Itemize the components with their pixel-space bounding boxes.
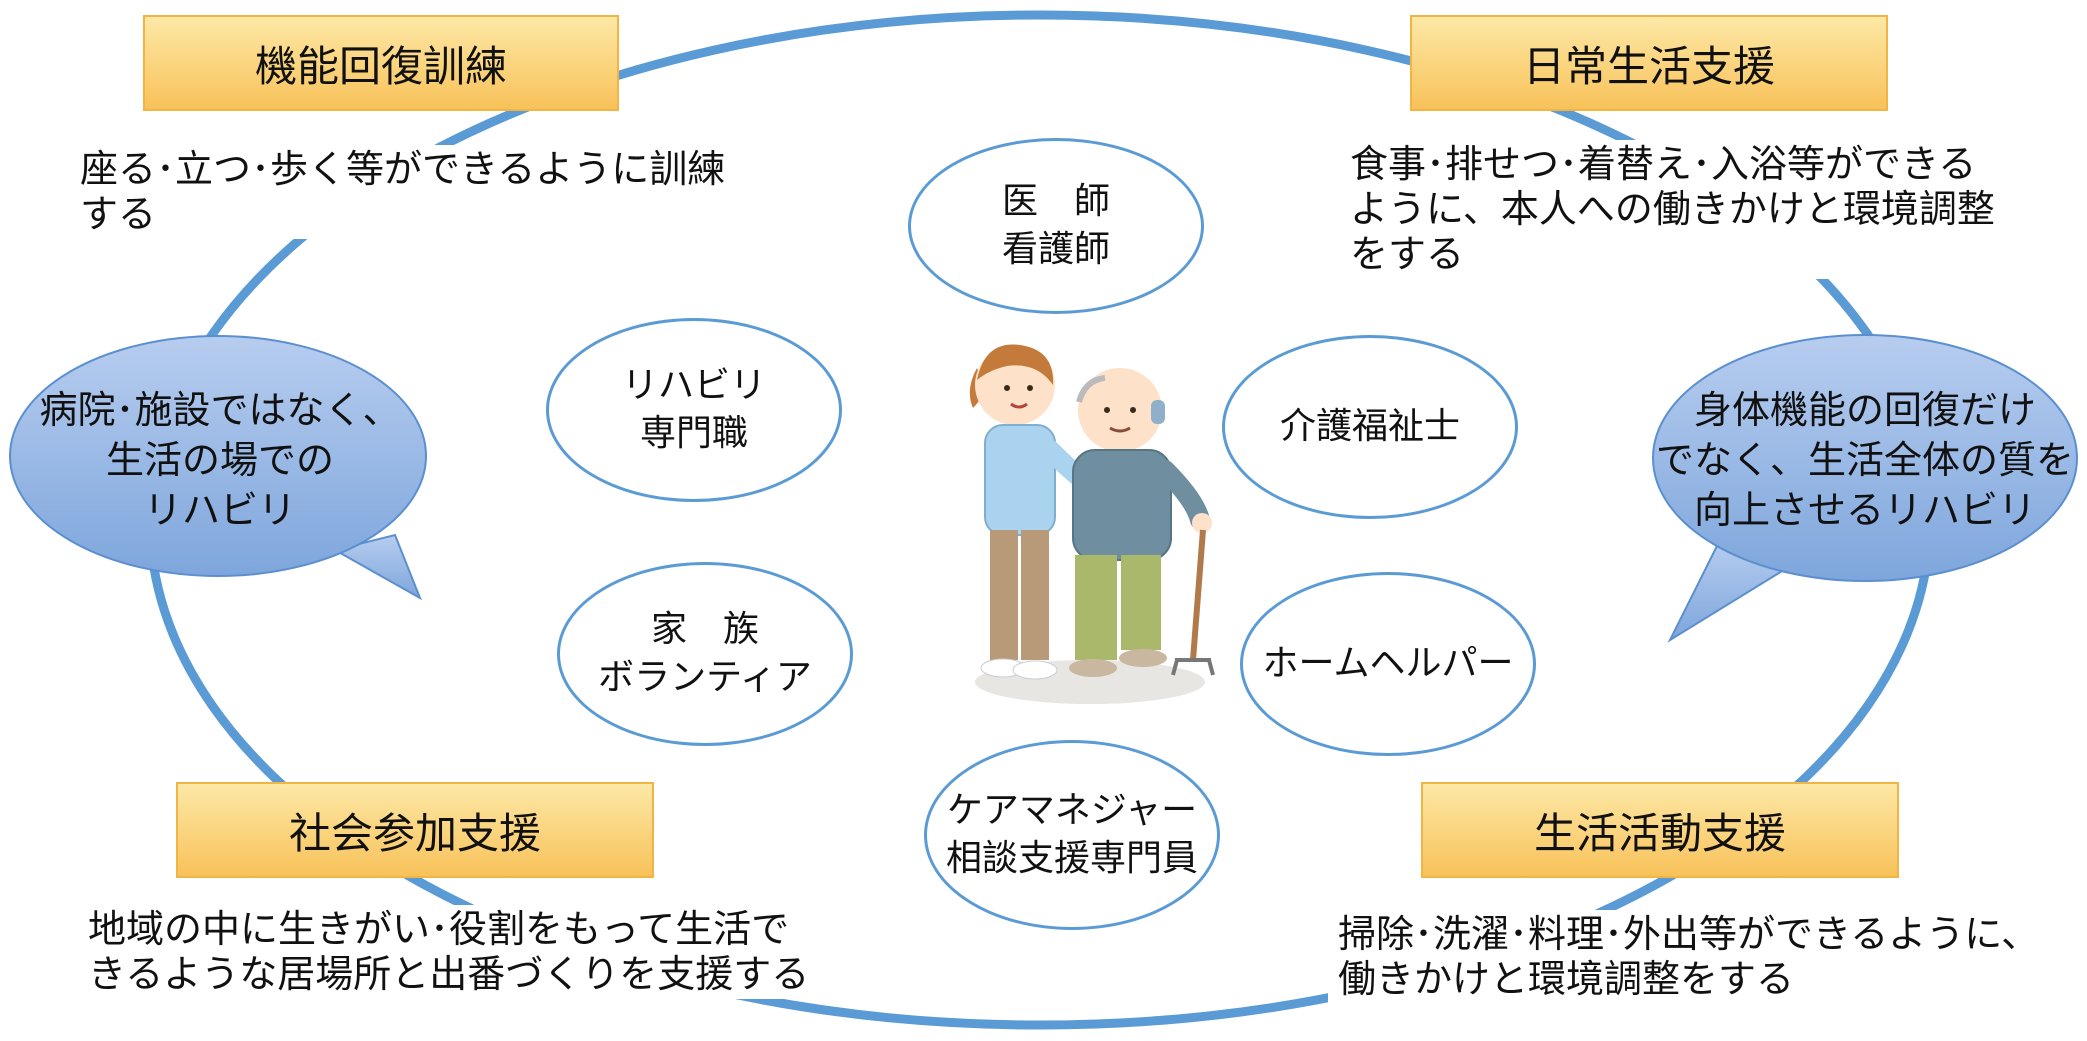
bubble-right-text: 身体機能の回復だけ でなく、生活全体の質を 向上させるリハビリ bbox=[1655, 388, 2074, 532]
desc-function-recovery: 座る･立つ･歩く等ができるように訓練 する bbox=[70, 145, 790, 239]
bubble-left-text: 病院･施設ではなく、 生活の場での リハビリ bbox=[39, 388, 401, 532]
header-function-recovery: 機能回復訓練 bbox=[143, 15, 619, 111]
caregiver-helping-elderly-man-with-cane-icon bbox=[969, 344, 1215, 704]
header-life-activity-support: 生活活動支援 bbox=[1421, 782, 1899, 878]
desc-daily-life-support: 食事･排せつ･着替え･入浴等ができる ように、本人への働きかけと環境調整 をする bbox=[1340, 140, 2060, 279]
header-social-participation: 社会参加支援 bbox=[176, 782, 654, 878]
bubble-right-shape bbox=[1652, 334, 2078, 643]
header-daily-life-support: 日常生活支援 bbox=[1410, 15, 1888, 111]
role-care-worker: 介護福祉士 bbox=[1222, 335, 1518, 519]
role-rehab-specialist: リハビリ 専門職 bbox=[546, 318, 842, 502]
desc-social-participation: 地域の中に生きがい･役割をもって生活で きるような居場所と出番づくりを支援する bbox=[78, 905, 858, 999]
role-care-manager: ケアマネジャー 相談支援専門員 bbox=[924, 740, 1220, 930]
bubble-left-shape bbox=[9, 335, 427, 601]
desc-life-activity-support: 掃除･洗濯･料理･外出等ができるように、 働きかけと環境調整をする bbox=[1328, 910, 2078, 1004]
role-home-helper: ホームヘルパー bbox=[1240, 572, 1536, 756]
role-family-volunteer: 家 族 ボランティア bbox=[557, 562, 853, 746]
role-doctor-nurse: 医 師 看護師 bbox=[908, 138, 1204, 314]
